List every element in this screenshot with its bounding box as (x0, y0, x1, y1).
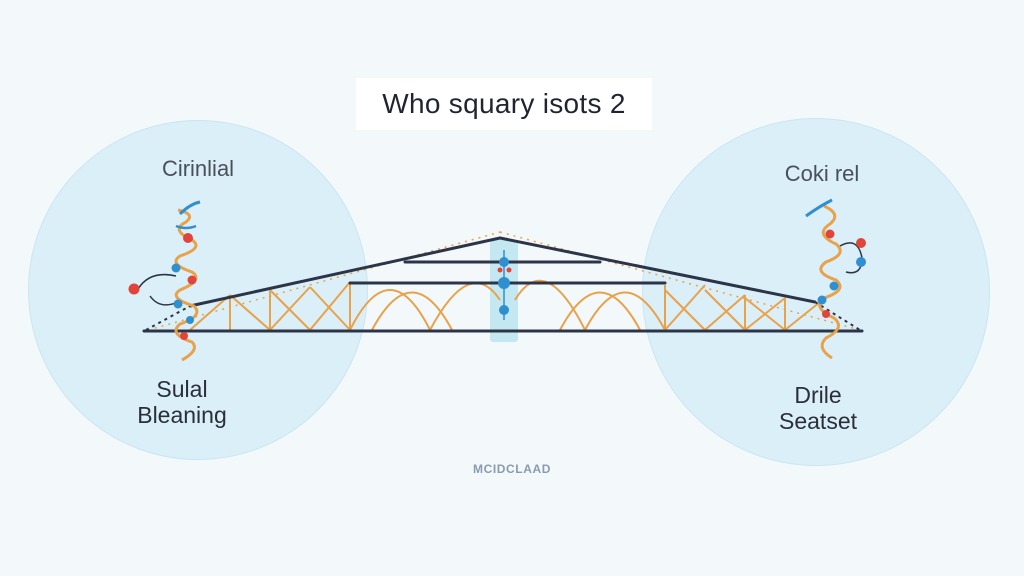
left-circle (28, 120, 368, 460)
right-helix (805, 198, 866, 360)
web-members (189, 279, 821, 331)
right-bottom-label: Drile Seatset (748, 382, 888, 435)
left-bottom-line1: Sulal (156, 376, 208, 402)
left-bottom-label: Sulal Bleaning (112, 376, 252, 429)
left-bottom-line2: Bleaning (137, 402, 227, 429)
end-dashes (145, 301, 861, 331)
left-helix (128, 200, 201, 362)
diagram-title: Who squary isots 2 (382, 88, 626, 119)
left-top-label: Cirinlial (161, 156, 235, 181)
right-top-label: Coki rel (784, 161, 860, 186)
title-box: Who squary isots 2 (356, 78, 652, 130)
footer-caption: MCIDCLAAD (472, 462, 552, 476)
right-bottom-line1: Drile (794, 382, 842, 408)
top-chord-ticks (147, 231, 861, 331)
right-bottom-line2: Seatset (779, 408, 857, 435)
center-nodes (497, 250, 512, 320)
